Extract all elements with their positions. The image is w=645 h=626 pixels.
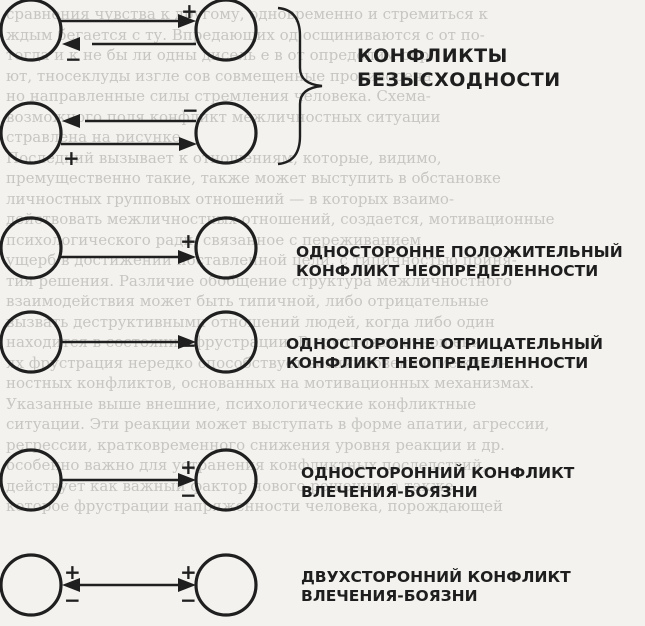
label-line: БЕЗЫСХОДНОСТИ xyxy=(357,68,561,91)
two-sided-approach-avoidance-diagram: + − + − xyxy=(0,553,258,617)
bg-line: которое фрустрации напряженности человек… xyxy=(6,497,504,515)
label-line: ВЛЕЧЕНИЯ-БОЯЗНИ xyxy=(301,587,478,606)
label-line: КОНФЛИКТЫ xyxy=(357,45,508,67)
bg-line: находится в состоянии фрустрации. В груп… xyxy=(6,333,487,351)
label-line: ВЛЕЧЕНИЯ-БОЯЗНИ xyxy=(301,483,478,502)
right-circle xyxy=(194,0,258,62)
plus-sign: + xyxy=(180,455,197,479)
minus-sign: − xyxy=(64,588,81,612)
bg-line: регрессии, кратковременного снижения уро… xyxy=(6,435,505,454)
left-circle xyxy=(0,448,63,512)
one-sided-approach-avoidance-label: ОДНОСТОРОННИЙ КОНФЛИКТ ВЛЕЧЕНИЯ-БОЯЗНИ xyxy=(301,464,574,503)
right-circle xyxy=(194,553,258,617)
minus-sign: − xyxy=(180,483,197,507)
plus-sign: + xyxy=(64,560,81,584)
label-line: КОНФЛИКТ НЕОПРЕДЕЛЕННОСТИ xyxy=(296,262,599,281)
arrowhead-right xyxy=(178,250,196,264)
bg-line: тия решения. Различие обобщение структур… xyxy=(6,271,513,290)
arrowhead-right xyxy=(178,335,196,349)
bg-line: ситуации. Эти реакции может выступать в … xyxy=(6,415,550,433)
one-sided-negative-diagram: − xyxy=(0,310,258,374)
label-line: ОДНОСТОРОННЕ ПОЛОЖИТЕЛЬНЫЙ xyxy=(296,243,623,261)
minus-sign: − xyxy=(65,47,82,71)
plus-sign: + xyxy=(63,146,80,170)
bg-line: ждым бегается с ту. Впредающих од осщини… xyxy=(6,25,485,44)
one-sided-negative-label: ОДНОСТОРОННЕ ОТРИЦАТЕЛЬНЫЙ КОНФЛИКТ НЕОП… xyxy=(286,335,603,374)
left-circle xyxy=(0,101,63,165)
arrowhead-right xyxy=(179,137,197,151)
right-circle xyxy=(194,310,258,374)
right-circle xyxy=(194,216,258,280)
futility-conflict-diagram-2: − + xyxy=(0,98,258,170)
left-circle xyxy=(0,216,63,280)
bg-line: действовать межличностных отношений, соз… xyxy=(6,210,555,228)
bg-line: стравлена на рисунке. xyxy=(6,128,186,146)
bg-line: ностных конфликтов, основанных на мотива… xyxy=(6,374,535,392)
bg-line: Указанные выше внешние, психологические … xyxy=(6,394,477,413)
futility-conflicts-label: КОНФЛИКТЫ БЕЗЫСХОДНОСТИ xyxy=(357,45,561,93)
bg-line: ют, тносеклуды изгле сов совмещенные про… xyxy=(6,66,432,85)
bg-line: премущественно такие, также может выступ… xyxy=(6,169,501,187)
label-line: КОНФЛИКТ НЕОПРЕДЕЛЕННОСТИ xyxy=(286,354,589,373)
bg-line: Последний вызывает к отношениям, которые… xyxy=(6,148,442,167)
bg-line: сравнения чувства к другому, одновременн… xyxy=(6,5,488,23)
bg-line: личностных групповых отношений — в котор… xyxy=(6,189,455,208)
plus-sign: + xyxy=(181,0,198,23)
arrowhead-left xyxy=(62,114,80,128)
bg-line: тогда и к не бы ли одны дисель е в от оп… xyxy=(6,46,430,64)
label-line: ОДНОСТОРОННИЙ КОНФЛИКТ xyxy=(301,464,575,482)
bg-line: психологического ради, связанное с переж… xyxy=(6,230,422,249)
one-sided-positive-label: ОДНОСТОРОННЕ ПОЛОЖИТЕЛЬНЫЙ КОНФЛИКТ НЕОП… xyxy=(296,243,623,282)
arrowhead-right xyxy=(178,14,196,28)
one-sided-approach-avoidance-diagram: + − xyxy=(0,448,258,512)
bg-line: особенно важно для устранения конфликтны… xyxy=(6,456,487,474)
right-circle xyxy=(194,448,258,512)
left-circle xyxy=(0,310,63,374)
bg-line: ях фрустрация нередко способствует возни… xyxy=(6,353,506,372)
label-line: ОДНОСТОРОННЕ ОТРИЦАТЕЛЬНЫЙ xyxy=(286,335,604,353)
left-circle xyxy=(0,553,63,617)
bg-line: взаимодействия может быть типичной, либо… xyxy=(6,292,489,310)
arrowhead-left xyxy=(62,37,80,51)
label-line: ДВУХСТОРОННИЙ КОНФЛИКТ xyxy=(301,568,571,586)
arrowhead-right xyxy=(178,578,196,592)
two-sided-approach-avoidance-label: ДВУХСТОРОННИЙ КОНФЛИКТ ВЛЕЧЕНИЯ-БОЯЗНИ xyxy=(301,568,571,607)
bg-line: ущерб в достижении поставленной цели, с … xyxy=(6,251,517,269)
left-circle xyxy=(0,0,63,62)
minus-sign: − xyxy=(180,588,197,612)
grouping-brace xyxy=(277,6,323,166)
bg-line: но направленные силы стремления человека… xyxy=(6,87,431,105)
plus-sign: + xyxy=(180,560,197,584)
one-sided-positive-diagram: + xyxy=(0,216,258,280)
minus-sign: − xyxy=(180,333,197,357)
right-circle xyxy=(194,101,258,165)
bg-line: вызвать деструктивными отношений людей, … xyxy=(6,312,495,331)
plus-sign: + xyxy=(180,229,197,253)
arrowhead-left xyxy=(62,578,80,592)
futility-conflict-diagram-1: + − xyxy=(0,0,258,71)
arrowhead-right xyxy=(178,473,196,487)
minus-sign: − xyxy=(182,98,199,122)
